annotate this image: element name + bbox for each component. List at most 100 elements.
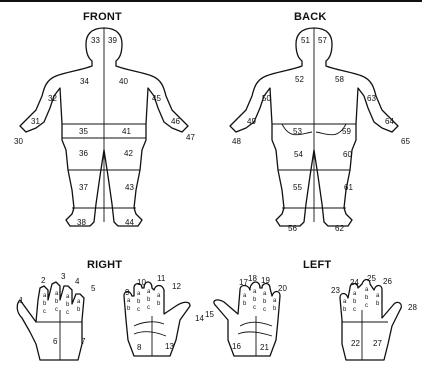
finger-seg-b: b — [66, 302, 70, 308]
finger-seg-b: b — [77, 307, 81, 313]
finger-seg-b: b — [157, 301, 161, 307]
finger-seg-a: a — [147, 289, 151, 295]
region-20: 20 — [278, 284, 287, 293]
finger-seg-c: c — [55, 307, 58, 313]
region-36: 36 — [79, 149, 88, 158]
region-19: 19 — [261, 276, 270, 285]
finger-seg-b: b — [253, 297, 257, 303]
finger-seg-c: c — [263, 307, 266, 313]
finger-seg-b: b — [137, 299, 141, 305]
region-46: 46 — [171, 117, 180, 126]
finger-seg-c: c — [365, 303, 368, 309]
region-18: 18 — [248, 274, 257, 283]
finger-seg-b: b — [273, 306, 277, 312]
region-47: 47 — [186, 133, 195, 142]
finger-seg-b: b — [147, 297, 151, 303]
region-52: 52 — [295, 75, 304, 84]
finger-seg-c: c — [43, 309, 46, 315]
finger-seg-a: a — [137, 291, 141, 297]
finger-seg-a: a — [43, 293, 47, 299]
region-7: 7 — [81, 337, 86, 346]
region-62: 62 — [335, 224, 344, 233]
finger-seg-b: b — [353, 299, 357, 305]
region-39: 39 — [108, 36, 117, 45]
finger-seg-a: a — [376, 293, 380, 299]
finger-seg-b: b — [243, 301, 247, 307]
finger-seg-a: a — [343, 299, 347, 305]
finger-seg-a: a — [77, 299, 81, 305]
finger-seg-a: a — [253, 289, 257, 295]
region-27: 27 — [373, 339, 382, 348]
finger-seg-b: b — [43, 301, 47, 307]
finger-seg-a: a — [66, 294, 70, 300]
region-10: 10 — [137, 278, 146, 287]
region-22: 22 — [351, 339, 360, 348]
region-58: 58 — [335, 75, 344, 84]
region-13: 13 — [165, 342, 174, 351]
region-21: 21 — [260, 343, 269, 352]
region-41: 41 — [122, 127, 131, 136]
region-42: 42 — [124, 149, 133, 158]
finger-seg-a: a — [243, 293, 247, 299]
region-28: 28 — [408, 303, 417, 312]
region-15: 15 — [205, 310, 214, 319]
region-2: 2 — [41, 276, 46, 285]
finger-seg-a: a — [273, 298, 277, 304]
region-48: 48 — [232, 137, 241, 146]
region-33: 33 — [91, 36, 100, 45]
left-hand-back — [340, 280, 401, 361]
region-43: 43 — [125, 183, 134, 192]
region-37: 37 — [79, 183, 88, 192]
finger-seg-a: a — [127, 298, 131, 304]
region-55: 55 — [293, 183, 302, 192]
region-53: 53 — [293, 127, 302, 136]
finger-seg-b: b — [365, 295, 369, 301]
region-61: 61 — [344, 183, 353, 192]
region-31: 31 — [31, 117, 40, 126]
region-34: 34 — [80, 77, 89, 86]
region-30: 30 — [14, 137, 23, 146]
finger-seg-a: a — [263, 291, 267, 297]
region-6: 6 — [53, 337, 58, 346]
finger-seg-c: c — [66, 310, 69, 316]
region-60: 60 — [343, 150, 352, 159]
region-35: 35 — [79, 127, 88, 136]
region-32: 32 — [48, 94, 57, 103]
region-16: 16 — [232, 342, 241, 351]
region-57: 57 — [318, 36, 327, 45]
region-40: 40 — [119, 77, 128, 86]
region-59: 59 — [342, 127, 351, 136]
region-12: 12 — [172, 282, 181, 291]
finger-seg-a: a — [157, 293, 161, 299]
finger-seg-b: b — [55, 299, 59, 305]
finger-seg-c: c — [353, 307, 356, 313]
region-65: 65 — [401, 137, 410, 146]
region-38: 38 — [77, 218, 86, 227]
finger-seg-a: a — [365, 287, 369, 293]
region-5: 5 — [91, 284, 96, 293]
left-hand-palm — [214, 282, 280, 356]
region-14: 14 — [195, 314, 204, 323]
region-50: 50 — [262, 94, 271, 103]
finger-seg-b: b — [263, 299, 267, 305]
region-3: 3 — [61, 272, 66, 281]
finger-seg-a: a — [55, 291, 59, 297]
right-hand-back — [17, 282, 84, 360]
finger-seg-c: c — [137, 307, 140, 313]
finger-seg-c: c — [147, 305, 150, 311]
region-11: 11 — [157, 274, 166, 283]
region-45: 45 — [152, 94, 161, 103]
region-23: 23 — [331, 286, 340, 295]
region-56: 56 — [288, 224, 297, 233]
region-49: 49 — [247, 117, 256, 126]
region-64: 64 — [385, 117, 394, 126]
finger-seg-a: a — [353, 291, 357, 297]
region-63: 63 — [367, 94, 376, 103]
region-9: 9 — [125, 288, 130, 297]
finger-seg-b: b — [127, 306, 131, 312]
region-54: 54 — [294, 150, 303, 159]
finger-seg-c: c — [253, 305, 256, 311]
finger-seg-b: b — [376, 301, 380, 307]
region-44: 44 — [125, 218, 134, 227]
